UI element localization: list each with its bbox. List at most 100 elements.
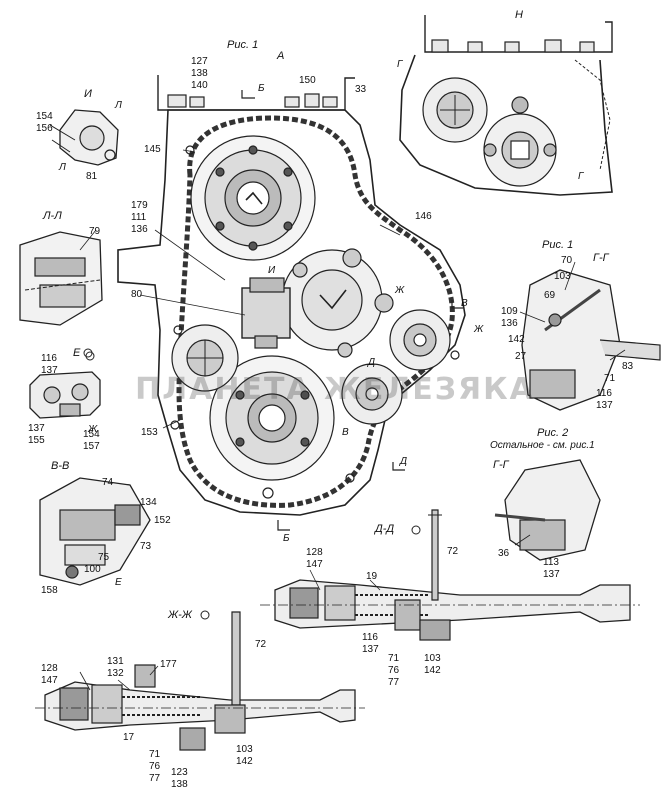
callout-142-b: 142 [424,665,441,676]
callout-123: 123 [171,767,188,778]
callout-147-b: 147 [41,675,58,686]
callout-76-b: 76 [149,761,161,772]
callout-70: 70 [561,255,573,266]
callout-19: 19 [366,571,378,582]
callout-177: 177 [160,659,177,670]
callout-147: 147 [306,559,323,570]
leader-lines [79,149,626,691]
callout-153: 153 [141,427,158,438]
section-gg-2-label: Г-Г [493,459,509,471]
section-dd [260,509,640,641]
callout-36: 36 [498,548,510,559]
mark-b-bottom: Б [283,533,290,544]
callout-142: 142 [508,334,525,345]
callout-77-b: 77 [149,773,161,784]
callout-152: 152 [154,515,171,526]
section-zhzh-label: Ж-Ж [168,609,192,621]
callout-155: 155 [28,435,45,446]
callout-138-b: 138 [171,779,188,790]
callout-33: 33 [355,84,367,95]
callout-137-c: 137 [596,400,613,411]
mark-g-side: Г [578,171,584,182]
callout-80: 80 [131,289,143,300]
callout-157: 157 [83,441,100,452]
callout-81: 81 [86,171,98,182]
section-zhzh [35,611,365,751]
mark-zh-3: Ж [88,424,98,435]
main-housing-view [117,75,466,531]
callout-109: 109 [501,306,518,317]
callout-156: 156 [36,123,53,134]
section-dd-label: Д-Д [375,523,395,535]
callout-136: 136 [131,224,148,235]
callout-74: 74 [102,477,114,488]
view-n-label: Н [515,9,523,21]
mark-i-center: И [268,265,276,276]
callout-75: 75 [98,552,110,563]
callout-128-b: 128 [41,663,58,674]
mark-zh-1: Ж [395,285,405,296]
detail-i [49,109,119,166]
watermark-text: ПЛАНЕТА ЖЕЛЕЗЯКА [135,372,535,407]
callout-146: 146 [415,211,432,222]
callout-142-c: 142 [236,756,253,767]
mark-zh-2: Ж [474,324,484,335]
callout-137: 137 [41,365,58,376]
callout-72: 72 [447,546,459,557]
callout-138: 138 [191,68,208,79]
callout-154-b: 154 [83,429,100,440]
mark-l-1: Л [115,100,122,111]
callout-77: 77 [388,677,400,688]
callout-128: 128 [306,547,323,558]
callout-140: 140 [191,80,208,91]
callout-111: 111 [131,212,147,223]
section-gg-fig1 [521,269,661,411]
callout-116-b: 116 [596,388,612,399]
callout-76: 76 [388,665,400,676]
fig1-right-title: Рис. 1 [542,239,574,251]
callout-137-b: 137 [28,423,45,434]
callout-150: 150 [299,75,316,86]
section-gg-1-label: Г-Г [593,252,609,264]
callout-136-b: 136 [501,318,518,329]
callout-116-c: 116 [362,632,378,643]
callout-103: 103 [554,271,571,282]
callout-113: 113 [543,557,559,568]
fig1-top-title: Рис. 1 [227,39,259,51]
section-vv [39,477,151,586]
callout-134: 134 [140,497,157,508]
callout-179: 179 [131,200,148,211]
callout-79: 79 [89,226,101,237]
callout-103-c: 103 [236,744,253,755]
callout-158: 158 [41,585,58,596]
mark-v-2: В [342,427,349,438]
fig2-title: Рис. 2 [537,427,569,439]
mark-d-1: Д [400,456,408,467]
view-n [399,15,613,196]
callout-69: 69 [544,290,556,301]
mark-l-2: Л [59,162,66,173]
callout-103-b: 103 [424,653,441,664]
fig2-note: Остальное - см. рис.1 [490,440,595,451]
section-ll [19,231,103,326]
mark-v-1: В [461,298,468,309]
mark-b-top: Б [258,83,265,94]
mark-d-2: Д [368,357,376,368]
callout-137-e: 137 [362,644,379,655]
callout-17: 17 [123,732,135,743]
callout-137-d: 137 [543,569,560,580]
callout-72-b: 72 [255,639,267,650]
section-ll-label: Л-Л [43,210,62,222]
callout-71: 71 [604,373,616,384]
callout-154: 154 [36,111,53,122]
section-gg-fig2 [494,459,601,561]
callout-71-c: 71 [149,749,161,760]
callout-27: 27 [515,351,527,362]
callout-100: 100 [84,564,101,575]
callout-127: 127 [191,56,208,67]
view-i-label: И [84,88,92,100]
mark-e-1: Е [115,577,122,588]
callout-132: 132 [107,668,124,679]
